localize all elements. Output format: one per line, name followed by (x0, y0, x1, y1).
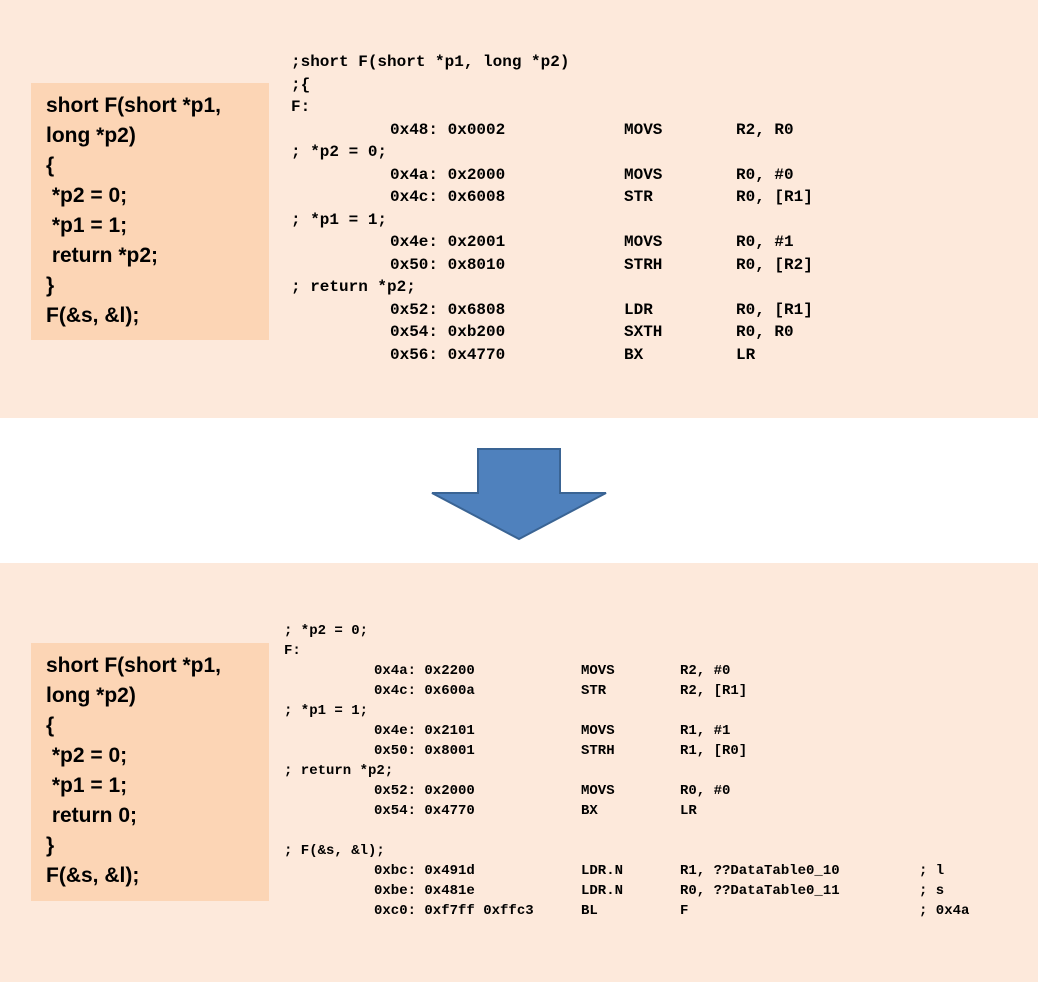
asm-opcode: MOVS (624, 120, 663, 139)
asm-address: 0x50: 0x8010 (390, 255, 506, 274)
source-line: return 0; (46, 804, 138, 827)
asm-address: 0x4e: 0x2101 (374, 723, 475, 739)
asm-address: 0x4e: 0x2001 (390, 233, 506, 251)
asm-address: 0xbe: 0x481e (374, 883, 475, 899)
asm-address: 0x56: 0x4770 (390, 345, 506, 364)
asm-comment: F: (284, 643, 301, 659)
asm-address: 0x4c: 0x600a (374, 683, 475, 699)
asm-operands: R0, R0 (736, 323, 794, 341)
asm-opcode: MOVS (624, 165, 663, 184)
asm-operands: R0, [R1] (736, 300, 813, 319)
source-line: } (46, 834, 55, 857)
asm-comment: ; *p1 = 1; (284, 703, 369, 719)
asm-operands: R0, #0 (680, 783, 731, 799)
asm-operands: R1, ??DataTable0_10 (680, 863, 840, 879)
asm-operands: LR (736, 345, 756, 364)
asm-opcode: MOVS (581, 723, 615, 739)
asm-operands: R1, #1 (680, 723, 731, 739)
asm-address: 0x54: 0xb200 (390, 323, 506, 341)
asm-annotation: ; l (919, 863, 945, 879)
asm-opcode: STRH (624, 255, 663, 274)
asm-address: 0x48: 0x0002 (390, 120, 506, 139)
source-line: { (46, 714, 55, 737)
source-line: return *p2; (46, 244, 159, 267)
down-arrow-icon (431, 448, 607, 541)
asm-comment: F: (291, 98, 311, 116)
source-line: long *p2) (46, 684, 136, 707)
c-source-box: short F(short *p1, long *p2) { *p2 = 0; … (31, 643, 269, 901)
asm-opcode: BX (581, 803, 598, 819)
asm-address: 0x50: 0x8001 (374, 743, 475, 759)
source-line: *p2 = 0; (46, 744, 128, 767)
asm-address: 0x4a: 0x2000 (390, 165, 506, 184)
asm-address: 0x4c: 0x6008 (390, 188, 506, 206)
asm-opcode: MOVS (624, 233, 663, 251)
asm-operands: R0, [R2] (736, 255, 813, 274)
asm-operands: R0, #0 (736, 165, 794, 184)
asm-comment: ;{ (291, 75, 311, 94)
asm-opcode: BX (624, 345, 644, 364)
asm-operands: R0, ??DataTable0_11 (680, 883, 840, 899)
asm-opcode: LDR.N (581, 883, 624, 899)
source-line: F(&s, &l); (46, 304, 140, 327)
asm-opcode: STRH (581, 743, 615, 759)
asm-operands: R0, #1 (736, 233, 794, 251)
asm-comment: ; *p1 = 1; (291, 210, 388, 229)
asm-opcode: BL (581, 903, 598, 919)
asm-operands: F (680, 903, 689, 919)
asm-opcode: STR (624, 188, 653, 206)
source-line: *p1 = 1; (46, 214, 128, 237)
source-line: } (46, 274, 55, 297)
source-line: { (46, 154, 55, 177)
asm-opcode: MOVS (581, 663, 615, 679)
asm-operands: R2, [R1] (680, 683, 748, 699)
asm-address: 0x4a: 0x2200 (374, 663, 475, 679)
asm-comment: ; return *p2; (291, 278, 416, 296)
asm-opcode: STR (581, 683, 607, 699)
asm-operands: LR (680, 803, 697, 819)
asm-operands: R2, R0 (736, 120, 794, 139)
asm-comment: ; F(&s, &l); (284, 843, 385, 859)
c-source-box: short F(short *p1, long *p2) { *p2 = 0; … (31, 83, 269, 340)
asm-opcode: SXTH (624, 323, 663, 341)
source-line: F(&s, &l); (46, 864, 140, 887)
asm-opcode: MOVS (581, 783, 615, 799)
source-line: long *p2) (46, 124, 136, 147)
after-panel: short F(short *p1, long *p2) { *p2 = 0; … (0, 563, 1038, 982)
asm-comment: ; return *p2; (284, 763, 394, 779)
asm-operands: R2, #0 (680, 663, 731, 679)
asm-operands: R1, [R0] (680, 743, 748, 759)
asm-annotation: ; s (919, 883, 945, 899)
asm-annotation: ; 0x4a (919, 903, 970, 919)
asm-opcode: LDR (624, 300, 653, 319)
asm-comment: ; *p2 = 0; (291, 143, 388, 161)
asm-address: 0xc0: 0xf7ff 0xffc3 (374, 903, 534, 919)
source-line: *p1 = 1; (46, 774, 128, 797)
asm-comment: ; *p2 = 0; (284, 623, 369, 639)
asm-opcode: LDR.N (581, 863, 624, 879)
asm-address: 0xbc: 0x491d (374, 863, 475, 879)
asm-address: 0x52: 0x6808 (390, 300, 506, 319)
source-line: short F(short *p1, (46, 94, 222, 117)
asm-comment: ;short F(short *p1, long *p2) (291, 53, 570, 71)
source-line: *p2 = 0; (46, 184, 128, 207)
asm-address: 0x52: 0x2000 (374, 783, 475, 799)
asm-address: 0x54: 0x4770 (374, 803, 475, 819)
asm-operands: R0, [R1] (736, 188, 813, 206)
source-line: short F(short *p1, (46, 654, 222, 677)
before-panel: short F(short *p1, long *p2) { *p2 = 0; … (0, 0, 1038, 418)
